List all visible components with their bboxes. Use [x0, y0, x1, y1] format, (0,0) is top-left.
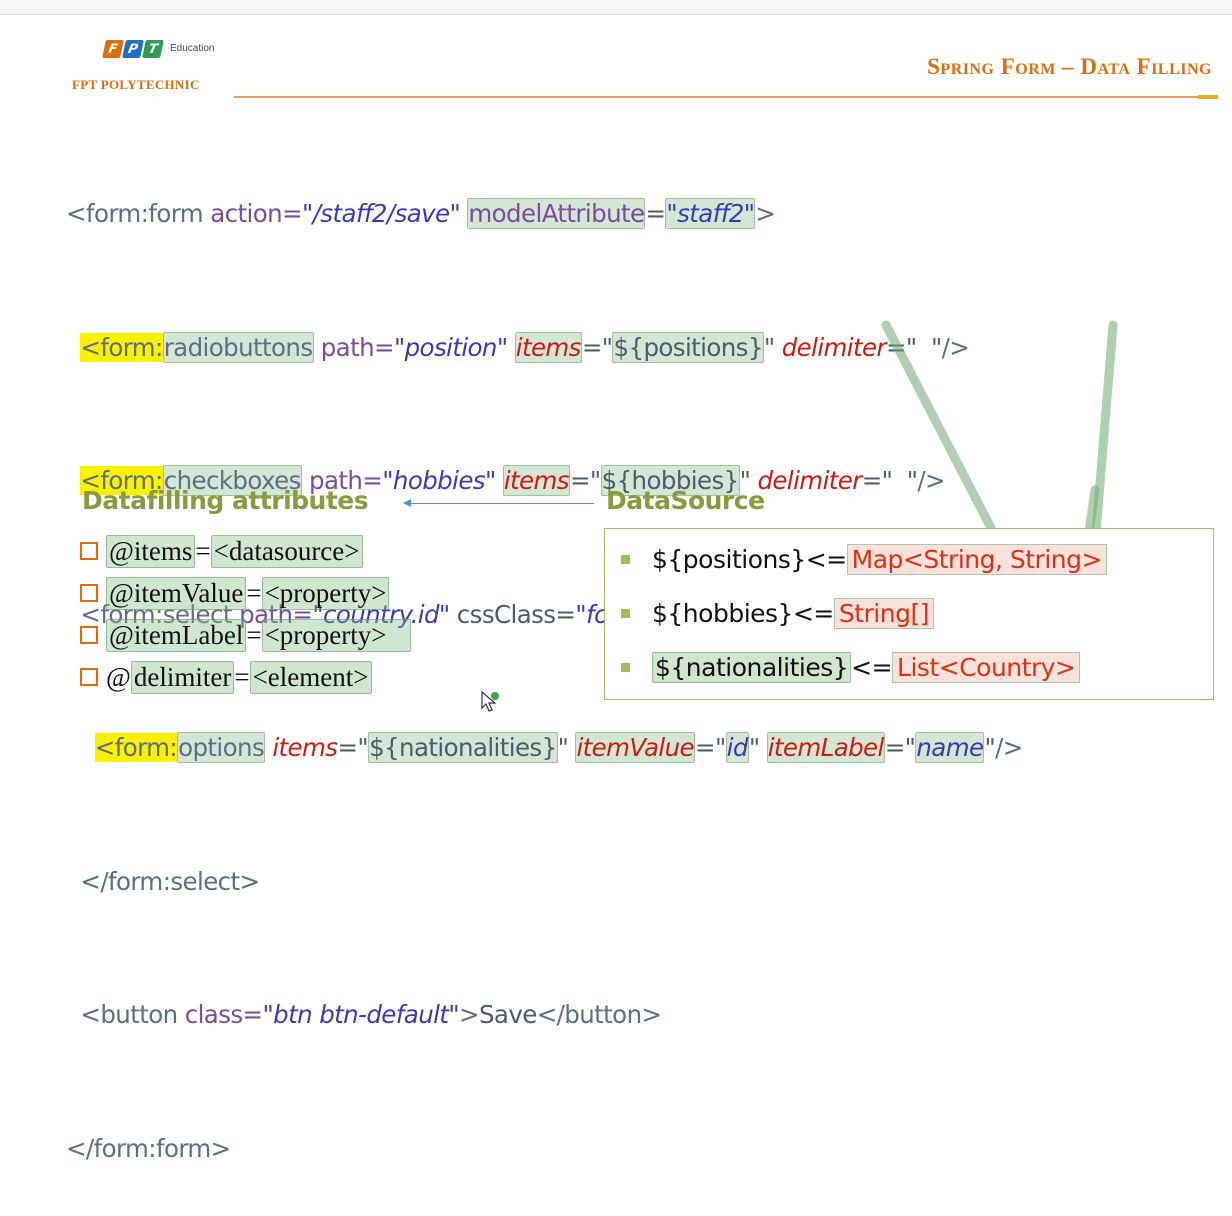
logo-education-text: Education: [170, 43, 215, 54]
code-line-8: </form:form>: [66, 1133, 231, 1163]
code-line-3: <form:checkboxes path="hobbies" items="$…: [80, 465, 946, 496]
top-bar: [0, 0, 1232, 15]
list-item: @delimiter = <element>: [80, 656, 411, 698]
checkbox-icon: [80, 668, 98, 686]
checkbox-icon: [80, 584, 98, 602]
blue-arrow-line: [408, 503, 594, 504]
connector-itemvalue-to-positions: [881, 320, 1010, 560]
datasource-heading: DataSource: [606, 486, 765, 515]
list-item: ${nationalities} <= List<Country>: [621, 643, 1081, 691]
bullet-icon: [621, 554, 630, 564]
connector-itemlabel-to-positions: [1090, 320, 1118, 550]
list-item: @itemLabel = <property>: [80, 614, 412, 656]
mouse-cursor-icon: [481, 690, 499, 712]
list-item: ${positions} <= Map<String, String>: [621, 535, 1107, 583]
blue-arrow-head: [403, 499, 411, 507]
fpt-logo: F P T Education FPT POLYTECHNIC: [72, 40, 232, 92]
datasource-box: ${positions} <= Map<String, String> ${ho…: [604, 528, 1214, 700]
list-item: ${hobbies} <= String[]: [621, 589, 934, 637]
slide-title: Spring Form – Data Filling: [927, 54, 1212, 79]
checkbox-icon: [80, 542, 98, 560]
code-line-7: <button class="btn btn-default">Save</bu…: [80, 1000, 662, 1029]
bullet-icon: [621, 608, 630, 618]
code-line-2: <form:radiobuttons path="position" items…: [80, 331, 970, 363]
code-line-1: <form:form action="/staff2/save" modelAt…: [66, 198, 776, 229]
title-underline-accent: [1198, 95, 1218, 99]
bullet-icon: [621, 662, 630, 672]
checkbox-icon: [80, 626, 98, 644]
datafilling-list: @items = <datasource> @itemValue = <prop…: [80, 530, 412, 698]
logo-polytechnic-text: FPT POLYTECHNIC: [72, 77, 200, 92]
title-underline: [234, 96, 1216, 98]
datafilling-heading: Datafilling attributes: [82, 486, 369, 515]
code-line-5: <form:options items="${nationalities}" i…: [94, 732, 1023, 763]
list-item: @items = <datasource>: [80, 530, 411, 572]
code-line-6: </form:select>: [80, 866, 260, 896]
list-item: @itemValue = <property>: [80, 572, 411, 614]
